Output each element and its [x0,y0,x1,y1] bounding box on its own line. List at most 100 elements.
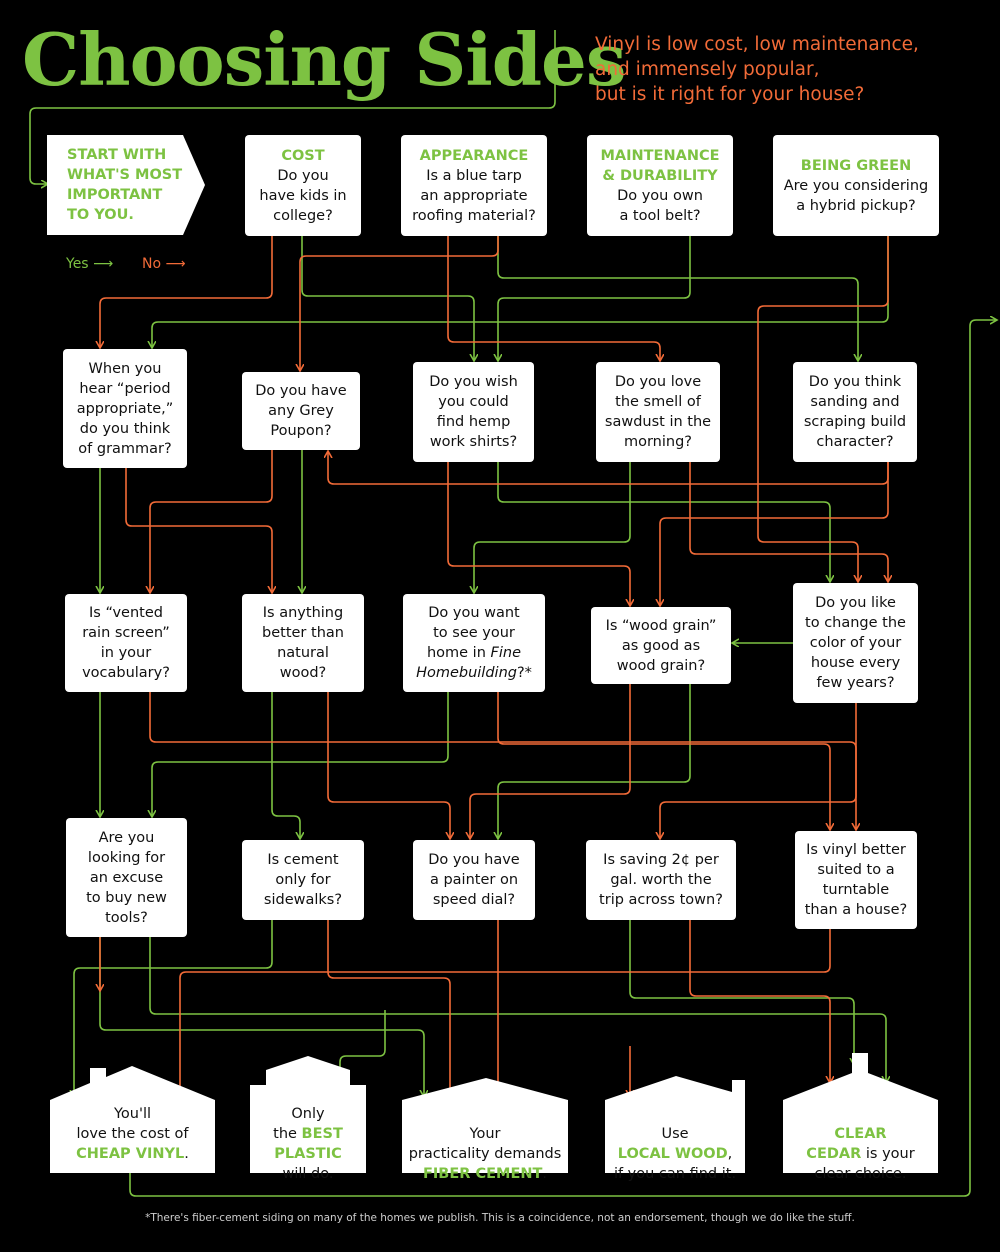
yes-connector [497,462,830,581]
no-connector [689,920,830,1082]
question-poupon: Do you have any Grey Poupon? [242,372,360,450]
question-hemp: Do you wish you could find hemp work shi… [413,362,534,462]
question-text: Do you have any Grey Poupon? [255,383,347,439]
no-connector [180,929,831,1096]
no-connector [470,684,631,838]
legend-no: No ⟶ [142,256,186,272]
question-text: Is cement only for sidewalks? [263,852,343,908]
question-text: Do you love the smell of sawdust in the … [604,374,712,450]
outcome-text: , if you can find it. [613,1146,737,1182]
outcome-highlight: FIBER CEMENT [423,1166,543,1182]
outcome-cheap-vinyl: You'll love the cost of CHEAP VINYL. [50,1104,215,1164]
question-text: Do you want to see your home in Fine Hom… [416,603,532,683]
legend-yes: Yes ⟶ [66,256,113,272]
outcome-clear-cedar: CLEAR CEDAR is your clear choice. [783,1104,938,1184]
question-text: When you hear “period appropriate,” do y… [76,360,174,457]
yes-connector [340,1010,386,1080]
yes-connector [498,684,691,838]
question-text: Is vinyl better suited to a turntable th… [804,842,908,918]
question-fine-homebuilding: Do you want to see your home in Fine Hom… [403,594,545,692]
outcome-text: Only the [273,1106,325,1142]
outcome-text: . [542,1166,547,1182]
yes-connector [474,462,631,592]
question-sanding: Do you think sanding and scraping build … [793,362,917,462]
outcome-text: Your practicality demands [408,1126,562,1162]
subtitle-line: and immensely popular, [595,59,820,80]
no-connector [497,692,830,829]
yes-connector [152,236,889,347]
category-cost: COST Do you have kids in college? [245,135,361,236]
page-title: Choosing Sides [22,17,626,102]
question-text: Is “vented rain screen” in your vocabula… [82,605,170,681]
question-change-color: Do you like to change the color of your … [793,583,918,703]
no-connector [300,236,499,370]
category-cost-question: Do you have kids in college? [259,167,347,224]
category-being-green-label: BEING GREEN [800,157,912,174]
no-connector [447,462,630,605]
yes-connector [629,920,854,1064]
category-appearance: APPEARANCE Is a blue tarp an appropriate… [401,135,547,236]
outcome-text: is your clear choice. [814,1146,915,1182]
yes-connector [497,236,858,360]
question-text: Do you think sanding and scraping build … [803,374,907,450]
no-connector [327,692,450,838]
start-box [47,135,205,235]
category-being-green: BEING GREEN Are you considering a hybrid… [773,135,939,236]
no-connector [327,920,450,1096]
question-text: Is anything better than natural wood? [262,605,344,681]
outcome-text: Use [661,1126,689,1142]
house-cheap-vinyl [50,1066,215,1173]
footnote: *There's fiber-cement siding on many of … [145,1212,855,1224]
question-text: Do you wish you could find hemp work shi… [429,374,518,450]
question-text: Is saving 2¢ per gal. worth the trip acr… [599,852,723,908]
category-maintenance-label: MAINTENANCE & DURABILITY [600,147,720,184]
category-maintenance-question: Do you own a tool belt? [617,187,703,224]
question-new-tools: Are you looking for an excuse to buy new… [66,818,187,937]
question-sawdust: Do you love the smell of sawdust in the … [596,362,720,462]
outcome-highlight: CHEAP VINYL [76,1146,185,1162]
subtitle-line: Vinyl is low cost, low maintenance, [595,34,919,55]
no-connector [660,462,889,605]
category-being-green-question: Are you considering a hybrid pickup? [783,177,929,214]
outcome-text: will do. [282,1166,334,1182]
outcome-text: You'll love the cost of [76,1106,189,1142]
yes-connector [29,30,556,184]
house-best-plastic [250,1056,366,1173]
outcome-highlight: LOCAL WOOD [617,1146,728,1162]
question-text: Do you have a painter on speed dial? [428,852,520,908]
category-appearance-question: Is a blue tarp an appropriate roofing ma… [412,167,536,224]
question-period: When you hear “period appropriate,” do y… [63,349,187,468]
category-cost-label: COST [281,147,325,164]
no-connector [150,450,273,592]
no-connector [757,236,889,581]
outcome-best-plastic: Only the BEST PLASTIC will do. [250,1084,366,1184]
question-text: Are you looking for an excuse to buy new… [86,829,167,926]
question-vented: Is “vented rain screen” in your vocabula… [65,594,187,692]
outcome-highlight: CLEAR CEDAR [806,1126,887,1162]
question-text: Is “wood grain” as good as wood grain? [605,617,717,674]
category-appearance-label: APPEARANCE [419,147,529,164]
no-connector [328,452,889,485]
no-connector [100,236,273,347]
subtitle-line: but is it right for your house? [595,84,865,105]
question-saving: Is saving 2¢ per gal. worth the trip acr… [586,840,736,920]
question-text-part: ?* [516,665,532,681]
question-wood-grain: Is “wood grain” as good as wood grain? [591,607,731,684]
no-connector [149,692,856,829]
no-connector [660,703,857,838]
legend-yes-label: Yes [66,256,89,272]
yes-connector [498,236,691,360]
legend-no-label: No [142,256,162,272]
yes-connector [74,920,273,1096]
yes-connector [99,937,424,1096]
house-fiber-cement [402,1078,568,1173]
outcome-text: . [184,1146,189,1162]
no-connector [125,468,272,592]
subtitle: Vinyl is low cost, low maintenance, and … [595,32,985,107]
yes-connector [149,937,886,1082]
outcome-local-wood: Use LOCAL WOOD, if you can find it. [605,1104,745,1184]
outcome-highlight: BEST PLASTIC [274,1126,343,1162]
question-cement: Is cement only for sidewalks? [242,840,364,920]
no-connector [689,462,888,581]
